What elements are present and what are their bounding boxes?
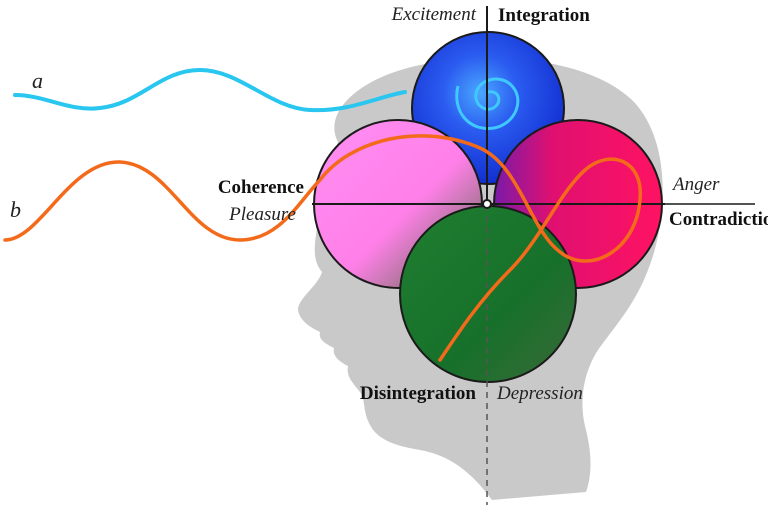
- label-coherence: Coherence: [218, 177, 304, 198]
- label-pleasure: Pleasure: [228, 204, 296, 225]
- wave-b: [3, 134, 642, 362]
- label-disintegration: Disintegration: [360, 383, 477, 404]
- wave-a: [13, 67, 407, 113]
- label-wave-a: a: [32, 68, 43, 93]
- label-depression: Depression: [496, 383, 583, 404]
- label-contradiction: Contradiction: [669, 209, 768, 230]
- origin-dot: [482, 199, 492, 209]
- label-wave-b: b: [10, 197, 21, 222]
- label-excitement: Excitement: [391, 4, 477, 25]
- label-integration: Integration: [498, 5, 590, 26]
- spiral-swirl: [455, 77, 520, 130]
- label-anger: Anger: [671, 174, 720, 195]
